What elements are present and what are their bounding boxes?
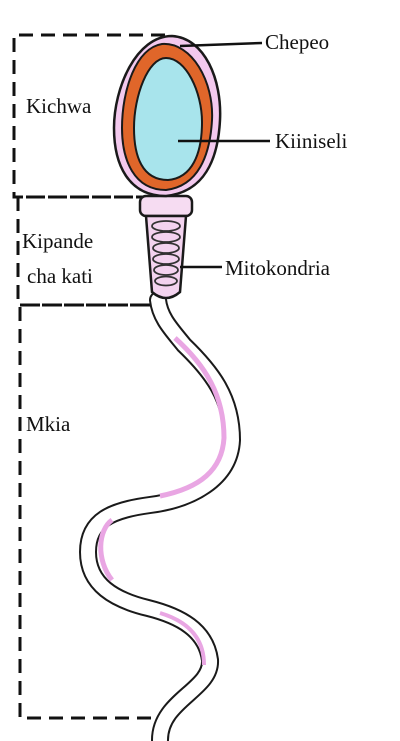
- label-midpiece-region-line2: cha kati: [27, 264, 93, 288]
- leader-chepeo: [179, 41, 263, 48]
- tail: [78, 291, 242, 741]
- midpiece: [138, 194, 194, 300]
- label-tail-region: Mkia: [26, 412, 71, 436]
- label-mitokondria: Mitokondria: [225, 256, 331, 280]
- head: [112, 34, 222, 198]
- label-head-region: Kichwa: [26, 94, 92, 118]
- midpiece-region-box: [16, 195, 150, 307]
- tail-region-box: [18, 303, 152, 720]
- nucleus: [132, 56, 204, 182]
- label-kiiniseli: Kiiniseli: [275, 129, 347, 153]
- mitochondria-coil: [151, 220, 181, 287]
- head-region-box: [12, 33, 165, 199]
- label-chepeo: Chepeo: [265, 30, 329, 54]
- label-midpiece-region-line1: Kipande: [22, 229, 93, 253]
